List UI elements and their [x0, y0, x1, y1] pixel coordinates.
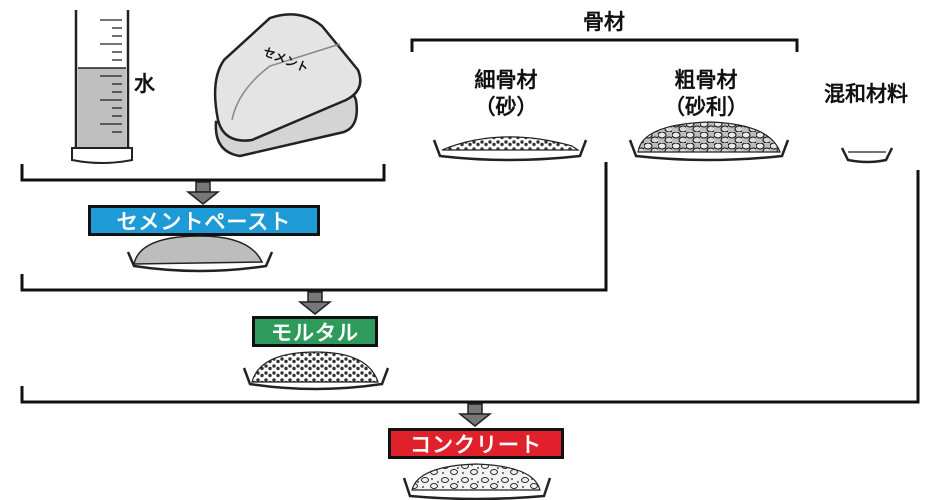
- graduated-cylinder-icon: [71, 10, 133, 164]
- gravel-tray-icon: [628, 121, 790, 162]
- concrete-bowl-icon: [402, 463, 552, 500]
- cement-bags-icon: [213, 13, 362, 158]
- paste-bowl-icon: [126, 235, 274, 273]
- admixture-label: 混和材料: [824, 82, 908, 106]
- merge-line-paste: [20, 164, 386, 182]
- cement-paste-box: セメントペースト: [88, 205, 320, 236]
- mortar-box: モルタル: [252, 316, 378, 347]
- aggregate-bracket: [410, 38, 799, 52]
- merge-line-concrete: [20, 170, 920, 404]
- fine-aggregate-sub-label: （砂）: [474, 95, 538, 119]
- down-arrow-icon: [185, 181, 221, 205]
- aggregate-label: 骨材: [583, 10, 625, 34]
- coarse-aggregate-label: 粗骨材: [674, 68, 738, 92]
- admixture-tray-icon: [840, 147, 894, 164]
- merge-line-mortar: [20, 162, 608, 292]
- water-label: 水: [134, 72, 155, 96]
- concrete-box: コンクリート: [388, 428, 564, 459]
- down-arrow-icon: [297, 291, 333, 315]
- fine-aggregate-label: 細骨材: [474, 68, 538, 92]
- down-arrow-icon: [457, 403, 493, 427]
- coarse-aggregate-sub-label: （砂利）: [664, 95, 748, 119]
- sand-tray-icon: [432, 136, 588, 162]
- mortar-bowl-icon: [242, 351, 390, 391]
